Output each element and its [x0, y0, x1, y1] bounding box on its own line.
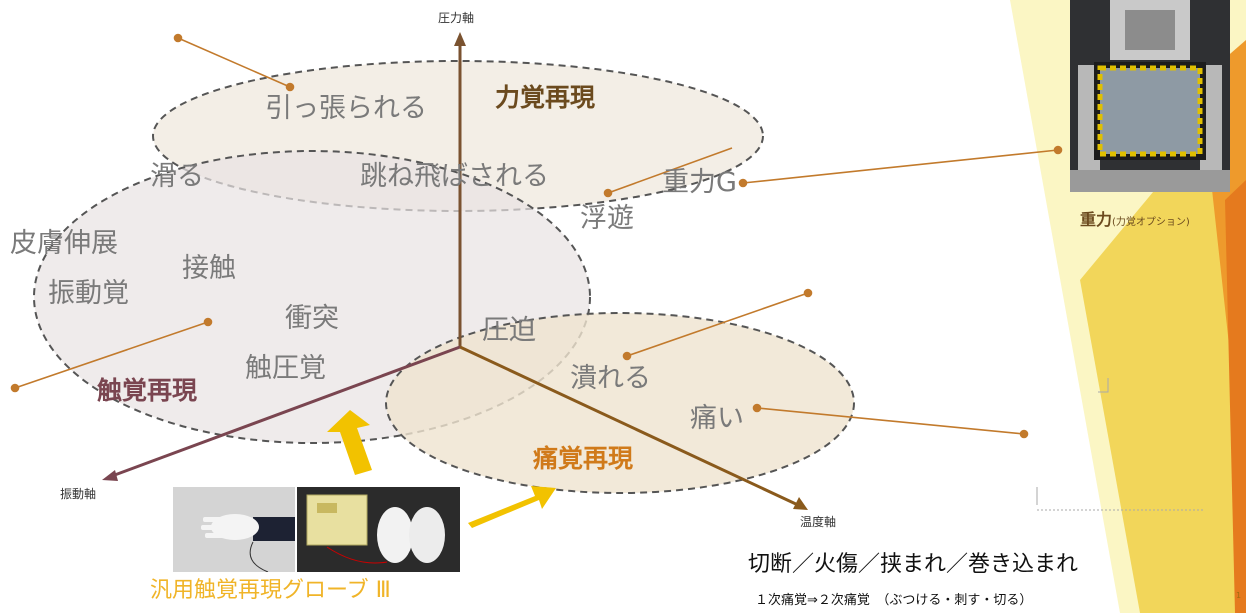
force-region-title: 力覚再現: [495, 83, 596, 112]
tactile-region-title: 触覚再現: [97, 376, 198, 405]
gravity-caption-sub: (力覚オプション): [1112, 217, 1190, 228]
pain-note-line1: 切断／火傷／挟まれ／巻き込まれ: [748, 552, 1079, 577]
glove-device-photo: [297, 487, 460, 572]
leader-dot: [752, 403, 762, 413]
label-contact: 接触: [182, 253, 236, 284]
leader-dot: [1019, 429, 1029, 439]
temperature-axis-label: 温度軸: [800, 515, 837, 529]
temperature-axis-line: [459, 345, 799, 507]
vibration-axis-label: 振動軸: [60, 487, 97, 501]
page-number: 1: [1236, 591, 1242, 600]
leader-dot: [622, 351, 632, 361]
label-pain: 痛い: [690, 403, 744, 434]
yellow-arrow-right-icon: [468, 486, 556, 528]
pain-region-title: 痛覚再現: [533, 444, 634, 473]
gravity-caption-main: 重力: [1080, 210, 1113, 229]
decor-wedge-deep: [1225, 180, 1246, 613]
gravity-caption: 重力(力覚オプション): [1080, 212, 1190, 228]
glove-wearing-drawing: [173, 487, 295, 572]
glove-device-drawing: [297, 487, 460, 572]
yellow-arrow-up-icon: [327, 410, 372, 475]
leader-dot: [285, 82, 295, 92]
vibration-axis-arrow: [102, 470, 118, 481]
gravity-apparatus-photo: [1070, 0, 1230, 192]
label-vibration-sense: 振動覚: [48, 278, 129, 309]
leader-dot: [803, 288, 813, 298]
label-bounced: 跳ね飛ばされる: [360, 161, 549, 192]
glove-arrows: [327, 410, 556, 528]
pressure-axis-arrow: [454, 32, 466, 46]
axes: [102, 32, 808, 510]
leader-dot: [738, 178, 748, 188]
temperature-axis-arrow: [793, 497, 808, 510]
glove-wearing-photo: [173, 487, 295, 572]
decor-lines: [1036, 378, 1205, 511]
leader-lines: [10, 33, 1063, 439]
leader-dot: [1053, 145, 1063, 155]
label-skin-stretch: 皮膚伸展: [10, 228, 118, 259]
label-pressure-press: 圧迫: [482, 315, 536, 346]
label-gravity-g: 重力G: [662, 167, 737, 198]
label-collision: 衝突: [285, 303, 339, 334]
ellipses: [33, 60, 855, 494]
leader-dot: [603, 188, 613, 198]
glove-caption: 汎用触覚再現グローブ Ⅲ: [150, 578, 391, 603]
decor-wedge-gold: [1080, 80, 1246, 613]
gravity-apparatus-drawing: [1070, 0, 1230, 192]
vibration-axis-line: [111, 345, 461, 478]
label-slip: 滑る: [150, 161, 204, 192]
leader-dot: [10, 383, 20, 393]
label-crushed: 潰れる: [570, 363, 651, 394]
pain-note-line2: １次痛覚⇒２次痛覚 （ぶつける・刺す・切る）: [755, 593, 1033, 608]
pressure-axis-label: 圧力軸: [438, 11, 475, 25]
label-tactile-pressure: 触圧覚: [245, 353, 326, 384]
leader-dot: [173, 33, 183, 43]
label-floating: 浮遊: [580, 203, 634, 234]
label-pulled: 引っ張られる: [265, 93, 427, 124]
pain-region-ellipse: [385, 312, 855, 494]
leader-dot: [203, 317, 213, 327]
